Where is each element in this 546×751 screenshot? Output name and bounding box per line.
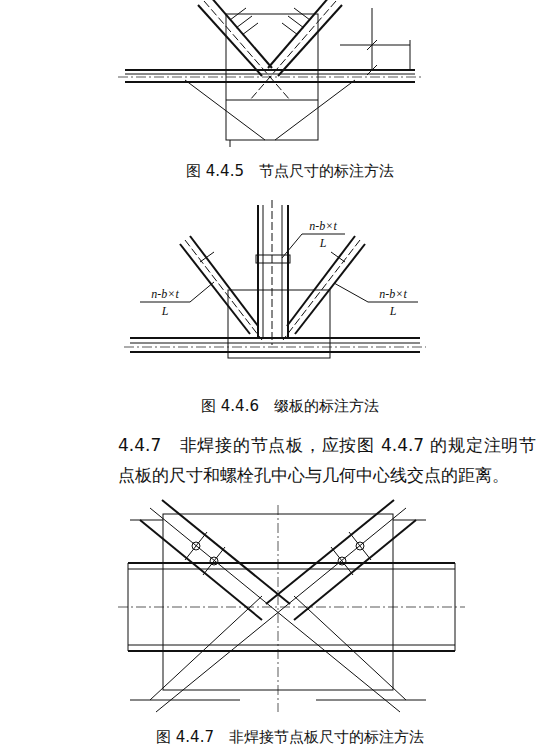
figure-caption: 图 4.4.6 缀板的标注方法 [201, 397, 379, 415]
plate-length-note: L [390, 304, 397, 318]
joint-dimension-figure [118, 0, 422, 147]
bolted-gusset-figure [118, 500, 465, 712]
plate-size-note: n-b×t [151, 287, 178, 301]
clause-text: 4.4.7 非焊接的节点板，应按图 4.4.7 的规定注明节点板的尺寸和螺栓孔中… [118, 430, 536, 490]
figure-caption: 图 4.4.5 节点尺寸的标注方法 [186, 162, 394, 180]
batten-plate-figure [124, 200, 426, 358]
plate-length-note: L [162, 304, 169, 318]
plate-size-note: n-b×t [309, 219, 336, 233]
plate-size-note: n-b×t [379, 287, 406, 301]
plate-length-note: L [320, 236, 327, 250]
figure-caption: 图 4.4.7 非焊接节点板尺寸的标注方法 [156, 728, 424, 746]
